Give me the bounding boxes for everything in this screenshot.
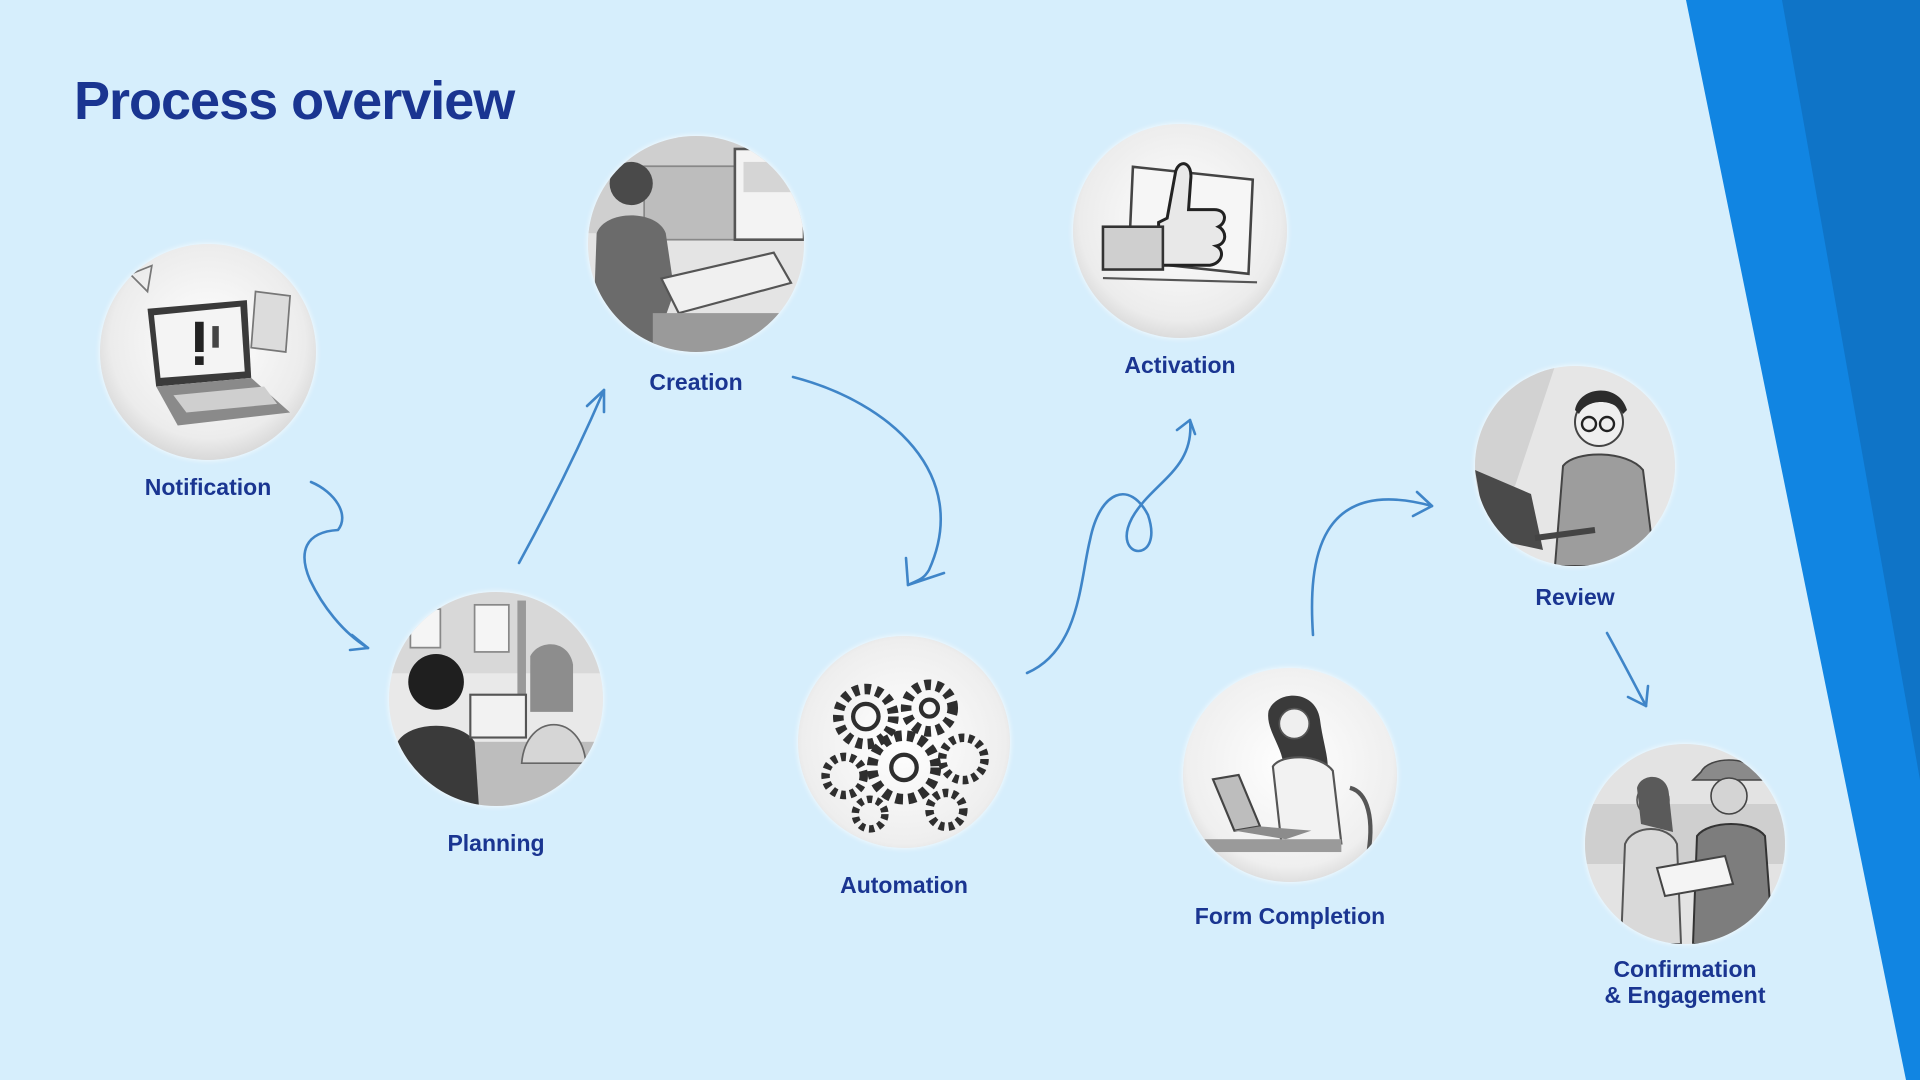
step-label: Activation — [1124, 352, 1236, 378]
arrow-planning-to-creation — [517, 388, 606, 565]
arrow-form-completion-to-review — [1310, 490, 1434, 637]
page-title: Process overview — [74, 71, 515, 131]
step-label: Confirmation & Engagement — [1604, 956, 1766, 1009]
laptop-alert-icon — [100, 244, 316, 460]
designer-at-screen-icon — [588, 136, 804, 352]
arrow-automation-to-activation — [1025, 418, 1197, 675]
woman-typing-laptop-icon — [1183, 668, 1397, 882]
step-label: Automation — [840, 872, 968, 898]
step-label: Creation — [649, 369, 743, 395]
meeting-icon — [389, 592, 603, 806]
gears-icon — [798, 636, 1010, 848]
two-people-with-tablet-icon — [1585, 744, 1785, 944]
man-reviewing-laptop-icon — [1475, 366, 1675, 566]
arrow-creation-to-automation — [791, 375, 946, 587]
step-label: Notification — [144, 474, 272, 500]
step-label: Planning — [447, 830, 545, 856]
step-label: Form Completion — [1194, 903, 1386, 929]
side-band-dark — [1782, 0, 1920, 780]
step-label: Review — [1535, 584, 1615, 610]
arrow-notification-to-planning — [303, 480, 370, 652]
arrow-review-to-confirmation — [1605, 631, 1650, 708]
thumbs-up-icon — [1073, 124, 1287, 338]
